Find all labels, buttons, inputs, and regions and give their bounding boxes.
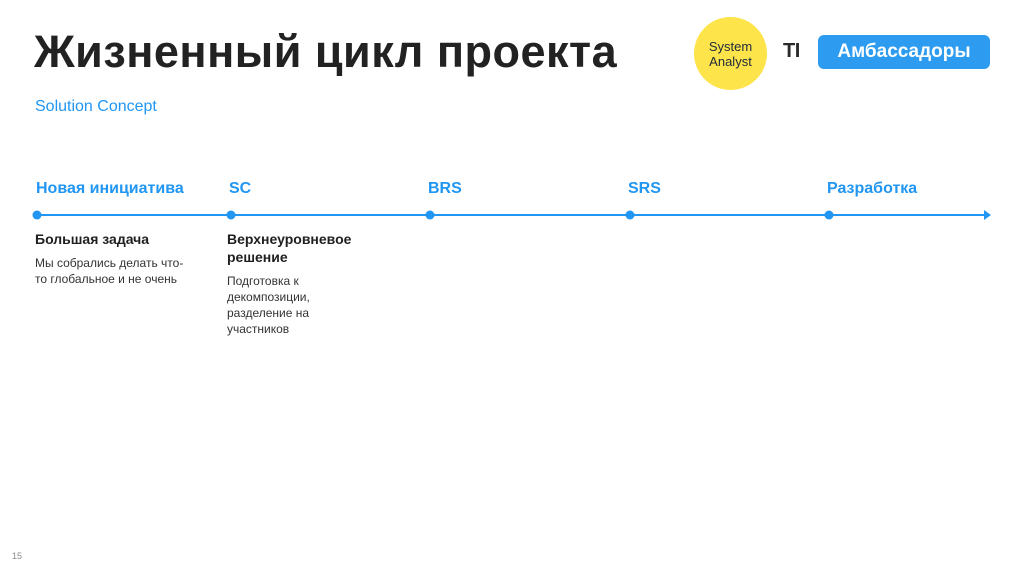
timeline-dot-development [824,210,834,220]
page-number: 15 [12,551,23,561]
detail-heading: Верхнеуровневое решение [227,231,352,265]
detail-text: Мы собрались делать что-то глобальное и … [35,256,184,286]
stage-label-sc: SC [229,180,252,197]
stage-label-development: Разработка [827,180,918,197]
detail-initiative: Большая задача Мы собрались делать что-т… [35,230,185,287]
timeline-dot-initiative [32,210,42,220]
detail-heading: Большая задача [35,231,150,247]
timeline [32,210,991,220]
ti-logo: TI [783,40,800,62]
timeline-dot-srs [625,210,635,220]
system-analyst-logo-text: System Analyst [708,38,753,69]
timeline-dot-brs [425,210,435,220]
page-title: Жизненный цикл проекта [34,26,618,77]
detail-text: Подготовка к декомпозиции, разделение на… [227,274,310,336]
detail-sc: Верхнеуровневое решение Подготовка к дек… [227,230,367,337]
stage-label-srs: SRS [628,180,661,197]
timeline-dot-sc [226,210,236,220]
timeline-arrow-icon [984,210,991,220]
page-subtitle: Solution Concept [35,98,157,115]
system-analyst-logo: System Analyst [694,17,767,90]
stage-label-brs: BRS [428,180,462,197]
stage-label-initiative: Новая инициатива [36,180,184,197]
ambassadors-badge: Амбассадоры [818,35,990,69]
